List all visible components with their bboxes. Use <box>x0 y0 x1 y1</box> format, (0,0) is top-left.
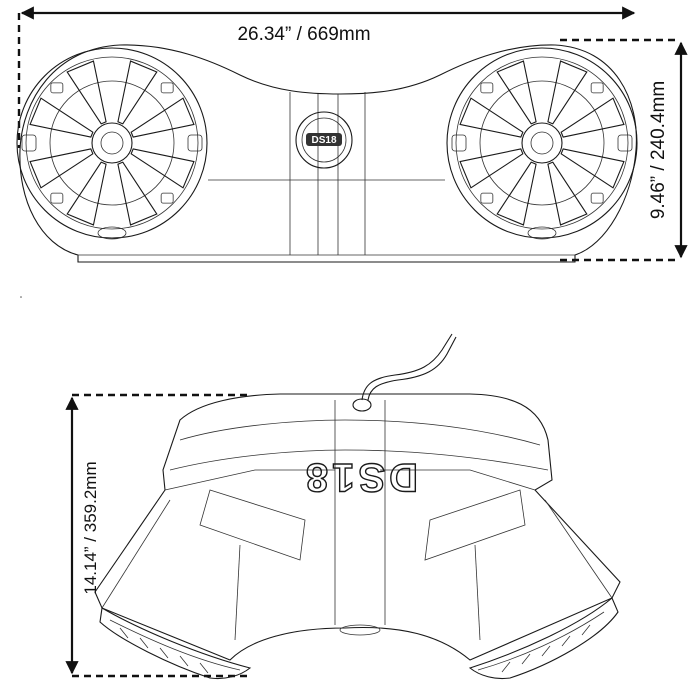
depth-label: 14.14” / 359.2mm <box>81 461 100 594</box>
width-dimension: 26.34” / 669mm <box>17 6 636 148</box>
center-badge: DS18 <box>295 111 353 169</box>
top-housing-outline <box>94 393 621 661</box>
height-dimension: 9.46” / 240.4mm <box>560 38 688 262</box>
power-cable <box>361 333 453 401</box>
left-speaker-face-top <box>99 607 252 680</box>
front-housing-outline <box>19 44 637 263</box>
right-speaker-grille <box>446 47 638 240</box>
left-speaker-grille <box>16 47 208 240</box>
width-label: 26.34” / 669mm <box>237 24 370 45</box>
right-speaker-face-top <box>468 597 619 680</box>
top-view: 14.14” / 359.2mm DS18 <box>65 333 621 680</box>
depth-dimension: 14.14” / 359.2mm <box>65 393 250 678</box>
top-logo-text: DS18 <box>302 455 418 499</box>
height-label: 9.46” / 240.4mm <box>648 81 669 219</box>
front-view: 26.34” / 669mm 9.46” / 240.4mm DS18 <box>16 6 688 263</box>
badge-logo-text: DS18 <box>311 135 336 146</box>
